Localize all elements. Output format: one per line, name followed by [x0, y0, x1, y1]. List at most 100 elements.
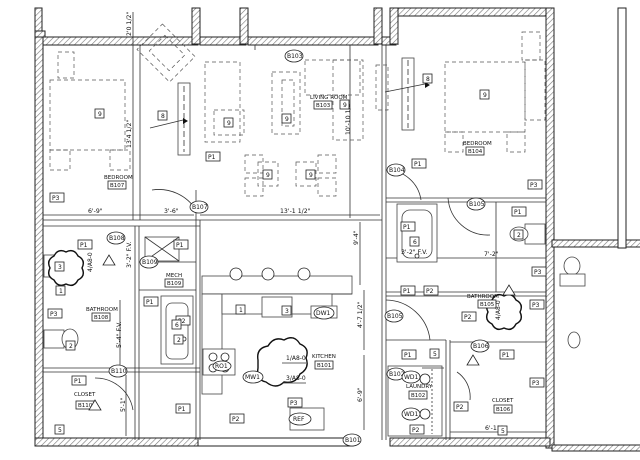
- tag-p2: P2: [412, 427, 420, 434]
- dimension-label: 13'-1 1/2": [280, 208, 311, 215]
- door-tag: B107: [192, 204, 208, 211]
- room-number-living: B103: [316, 103, 331, 109]
- tag-p1: P1: [178, 406, 186, 413]
- dimension-label: 2'0 1/2": [126, 12, 133, 36]
- dimension-labels: 2'0 1/2" 13'4 1/2" 6'-9" 3'-6" 13'-1 1/2…: [88, 12, 504, 432]
- tag-p3: P3: [290, 400, 298, 407]
- tag-p1: P1: [404, 352, 412, 359]
- revision-tag: 4/A8-0: [495, 300, 502, 320]
- tag-9: 9: [343, 102, 347, 109]
- tag-p2: P2: [464, 314, 472, 321]
- tag-9: 9: [309, 172, 313, 179]
- door-tag: B105: [469, 201, 485, 208]
- door-tag: B105: [387, 313, 403, 320]
- washer-label: WD1: [404, 374, 419, 381]
- dimension-label: 3'-2" F.V.: [126, 241, 133, 268]
- tag-9: 9: [266, 172, 270, 179]
- dimension-label: 10'-10 1/2": [345, 100, 352, 135]
- dimension-label: 4'-7 1/2": [357, 301, 364, 328]
- tag-p1: P1: [502, 352, 510, 359]
- tag-p1: P1: [414, 161, 422, 168]
- tag-5: 5: [58, 427, 62, 434]
- tag-p1: P1: [146, 299, 154, 306]
- tag-p3: P3: [50, 311, 58, 318]
- room-name-bathroom-left: BATHROOM: [86, 307, 118, 313]
- warning-triangle-icon: [502, 284, 516, 296]
- tag-p3: P3: [532, 380, 540, 387]
- microwave-label: MW1: [245, 374, 260, 381]
- room-name-living: LIVING ROOM: [310, 95, 348, 101]
- room-number-closet-right: B106: [496, 407, 511, 413]
- room-name-bedroom-right: BEDROOM: [463, 141, 492, 147]
- dryer-label: WD1: [404, 411, 419, 418]
- bedroom-left-furniture: [49, 23, 196, 171]
- room-name-bedroom-left: BEDROOM: [104, 175, 133, 181]
- room-number-laundry: B102: [411, 393, 425, 399]
- door-tag: B109: [142, 259, 158, 266]
- tag-p3: P3: [532, 302, 540, 309]
- tag-9: 9: [285, 116, 289, 123]
- room-number-bathroom-left: B108: [94, 315, 109, 321]
- warning-triangle-icon: [88, 399, 102, 411]
- tag-p1: P1: [208, 154, 216, 161]
- door-tag: B104: [389, 167, 405, 174]
- room-name-closet-right: CLOSET: [492, 398, 514, 404]
- dimension-label: 13'4 1/2": [126, 120, 133, 148]
- warning-triangle-icon: [466, 354, 480, 366]
- tag-p3: P3: [52, 195, 60, 202]
- room-name-closet-left: CLOSET: [74, 392, 96, 398]
- tag-6: 6: [175, 322, 179, 329]
- room-number-bedroom-left: B107: [110, 183, 125, 189]
- tag-p1: P1: [74, 378, 82, 385]
- door-tag: B106: [473, 343, 489, 350]
- tag-p1: P1: [403, 224, 411, 231]
- fixture-labels: DW1 REF MW1 RO1 WD1 WD1: [212, 306, 421, 426]
- dishwasher-label: DW1: [316, 310, 331, 317]
- tag-3: 3: [58, 264, 62, 271]
- tag-2: 2: [517, 232, 521, 239]
- room-number-mech: B109: [167, 281, 182, 287]
- room-name-bathroom-right: BATHROOM: [467, 294, 499, 300]
- tag-p2: P2: [426, 288, 434, 295]
- tag-p3: P3: [530, 182, 538, 189]
- tag-p1: P1: [403, 288, 411, 295]
- tag-3: 3: [285, 308, 289, 315]
- room-name-mech: MECH: [166, 273, 182, 279]
- range-label: RO1: [215, 363, 228, 370]
- revision-tag: 4/A8-0: [87, 252, 94, 272]
- dimension-label: 6'-11": [485, 425, 504, 432]
- door-tag: B102: [389, 371, 405, 378]
- dimension-label: 7'-2": [484, 251, 499, 258]
- room-number-kitchen: B101: [317, 363, 331, 369]
- door-tag: B103: [287, 53, 303, 60]
- tag-5: 5: [433, 351, 437, 358]
- tag-p2: P2: [456, 404, 464, 411]
- tag-p1: P1: [514, 209, 522, 216]
- living-furniture: [204, 45, 364, 197]
- room-name-kitchen: KITCHEN: [312, 354, 336, 360]
- revision-tag: 1/A8-0: [286, 355, 306, 362]
- tag-p2: P2: [232, 416, 240, 423]
- room-labels: LIVING ROOM B103 BEDROOM B104 BEDROOM B1…: [74, 95, 514, 414]
- dimension-label: 6'-9": [88, 208, 103, 215]
- door-tag: B108: [109, 235, 125, 242]
- warning-triangle-icon: [102, 254, 116, 266]
- tag-2: 2: [177, 337, 181, 344]
- room-number-bedroom-right: B104: [468, 149, 483, 155]
- tag-1: 1: [59, 288, 63, 295]
- bathroom-right-fixtures: [396, 203, 586, 349]
- dimension-label: 9'-4": [353, 230, 360, 245]
- tag-p3: P3: [534, 269, 542, 276]
- dimension-label: 3'-6": [164, 208, 179, 215]
- dimension-label: 6'-9": [357, 387, 364, 402]
- exterior-walls: [34, 7, 640, 452]
- tag-6: 6: [413, 239, 417, 246]
- dimension-label: 5'-4" F.V.: [116, 321, 123, 348]
- room-name-laundry: LAUNDRY: [406, 384, 433, 390]
- tag-p1: P1: [80, 242, 88, 249]
- door-tag: B101: [345, 437, 361, 444]
- refrigerator-label: REF: [293, 416, 305, 423]
- tag-1: 1: [239, 307, 243, 314]
- tag-9: 9: [483, 92, 487, 99]
